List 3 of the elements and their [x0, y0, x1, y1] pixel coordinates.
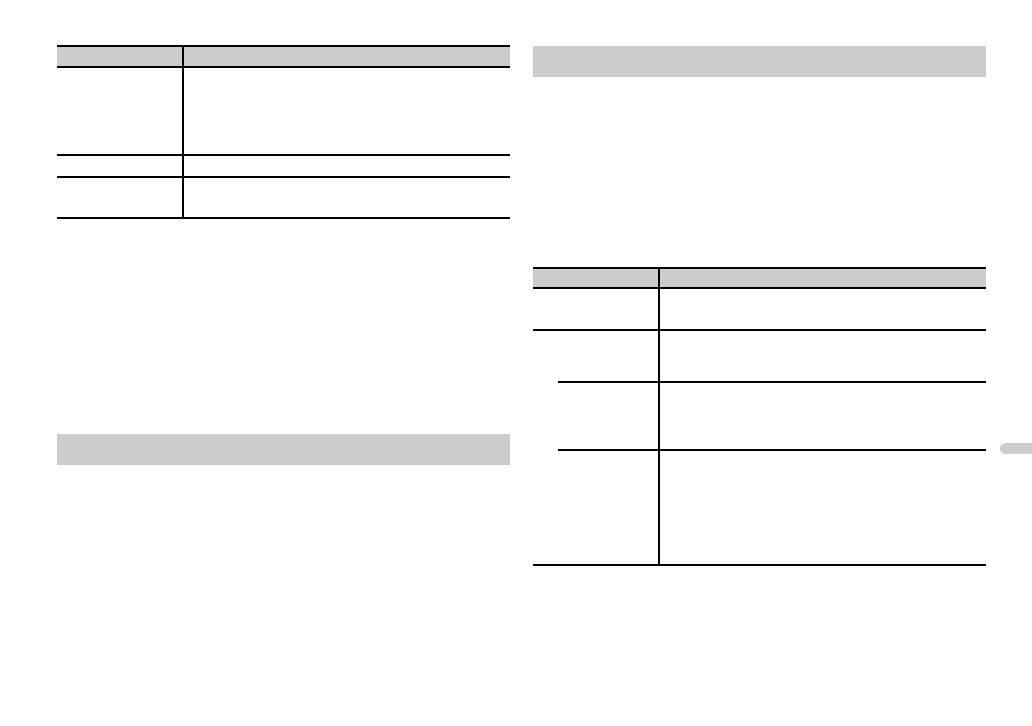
- section-header-band: [533, 46, 986, 77]
- side-tab: [1000, 443, 1032, 454]
- section-header-band: [57, 434, 510, 465]
